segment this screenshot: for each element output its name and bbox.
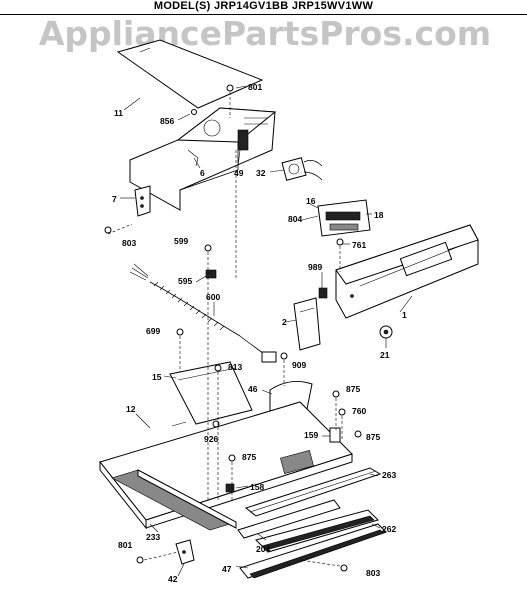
callout-875-right: 875 <box>366 432 380 442</box>
screw-801-top[interactable] <box>226 84 234 92</box>
screw-803-left[interactable] <box>104 226 112 234</box>
part-21-knob[interactable] <box>379 325 393 339</box>
part-42-bracket[interactable] <box>175 539 195 565</box>
callout-262: 262 <box>382 524 396 534</box>
part-16-control-board[interactable] <box>301 199 371 237</box>
screw-856[interactable] <box>191 109 197 115</box>
callout-12: 12 <box>126 404 136 414</box>
callout-21: 21 <box>380 350 390 360</box>
callout-15: 15 <box>152 372 162 382</box>
part-204-grill[interactable] <box>237 499 341 539</box>
screw-699[interactable] <box>176 328 184 336</box>
model-header: MODEL(S) JRP14GV1BB JRP15WV1WW <box>0 0 527 15</box>
screw-801-bottom[interactable] <box>136 556 144 564</box>
part-47-lower-bar[interactable] <box>239 523 387 579</box>
callout-699: 699 <box>146 326 160 336</box>
part-2-side-plate[interactable] <box>293 297 321 351</box>
callout-599: 599 <box>174 236 188 246</box>
callout-803-bottom: 803 <box>366 568 380 578</box>
callout-labels: 11 856 801 6 49 32 7 803 804 16 18 599 7… <box>112 82 407 584</box>
callout-600: 600 <box>206 292 220 302</box>
part-263-front-trim[interactable] <box>244 467 382 517</box>
part-6-housing[interactable] <box>129 107 277 211</box>
part-233-lower-frame[interactable] <box>111 469 237 531</box>
part-600-element[interactable] <box>129 263 277 363</box>
callout-158: 158 <box>250 482 264 492</box>
callout-875-top: 875 <box>346 384 360 394</box>
assembly-lines <box>107 92 343 567</box>
callout-233: 233 <box>146 532 160 542</box>
callout-47: 47 <box>222 564 232 574</box>
screw-599[interactable] <box>204 244 212 252</box>
callout-926: 926 <box>204 434 218 444</box>
callout-42: 42 <box>168 574 178 584</box>
callout-18: 18 <box>374 210 384 220</box>
callout-204: 204 <box>256 544 270 554</box>
screw-803-bottom[interactable] <box>340 564 348 572</box>
part-15-rail[interactable] <box>169 361 253 425</box>
callout-875-mid: 875 <box>242 452 256 462</box>
callout-11: 11 <box>114 108 123 118</box>
leader-lines <box>120 85 413 577</box>
callout-46: 46 <box>248 384 258 394</box>
screw-926[interactable] <box>212 420 220 428</box>
callout-263: 263 <box>382 470 396 480</box>
part-989-block[interactable] <box>318 287 328 299</box>
part-1-control-panel[interactable] <box>335 224 479 319</box>
callout-1: 1 <box>402 310 407 320</box>
callout-595: 595 <box>178 276 192 286</box>
callout-813: 813 <box>228 362 242 372</box>
callout-16: 16 <box>306 196 316 206</box>
burner-coil-mid[interactable] <box>280 450 314 474</box>
callout-989: 989 <box>308 262 322 272</box>
part-159-bracket[interactable] <box>329 427 341 443</box>
callout-760: 760 <box>352 406 366 416</box>
callout-49: 49 <box>234 168 244 178</box>
callout-2: 2 <box>282 317 287 327</box>
screw-813[interactable] <box>214 364 222 372</box>
part-11-top-cover[interactable] <box>116 39 264 109</box>
part-262-vent-grille[interactable] <box>255 509 379 553</box>
part-7-bracket[interactable] <box>134 185 151 217</box>
callout-801-top: 801 <box>248 82 262 92</box>
callout-801-bottom: 801 <box>118 540 132 550</box>
callout-803-left: 803 <box>122 238 136 248</box>
callout-32: 32 <box>256 168 266 178</box>
callout-804: 804 <box>288 214 302 224</box>
part-158-bracket[interactable] <box>225 483 235 493</box>
screw-909[interactable] <box>280 352 288 360</box>
callout-6: 6 <box>200 168 205 178</box>
callout-909: 909 <box>292 360 306 370</box>
screw-760[interactable] <box>338 408 346 416</box>
screw-875-right[interactable] <box>354 430 362 438</box>
callout-159: 159 <box>304 430 318 440</box>
screw-761[interactable] <box>336 238 344 246</box>
callout-761: 761 <box>352 240 366 250</box>
screw-875-mid[interactable] <box>228 454 236 462</box>
part-32-switch[interactable] <box>281 157 323 181</box>
callout-7: 7 <box>112 194 117 204</box>
callout-856: 856 <box>160 116 174 126</box>
screw-875-top[interactable] <box>332 390 340 398</box>
